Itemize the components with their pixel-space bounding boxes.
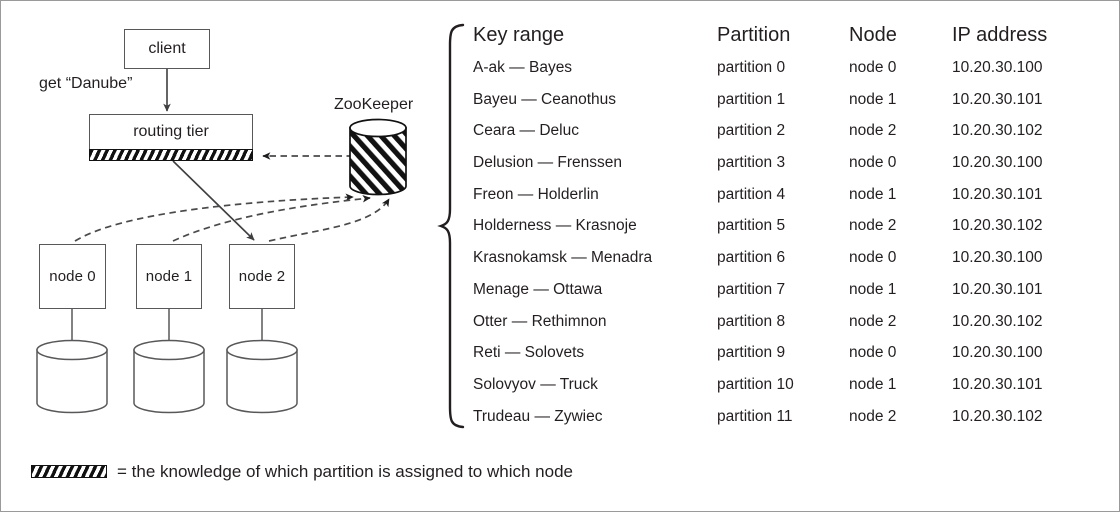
table-row: Trudeau — Zywiec partition 11 node 2 10.20.… (473, 402, 1103, 434)
storage-cylinder-1 (133, 339, 205, 414)
client-box: client (124, 29, 210, 69)
table-row: Krasnokamsk — Menadra partition 6 node 0 10… (473, 243, 1103, 275)
table-row: Menage — Ottawa partition 7 node 1 10.20.30… (473, 275, 1103, 307)
routing-tier-label: routing tier (133, 123, 209, 140)
cell-partition: partition 8 (717, 312, 786, 330)
cell-partition: partition 2 (717, 122, 786, 140)
client-label: client (148, 40, 186, 57)
cell-ip-address: 10.20.30.102 (952, 122, 1043, 140)
cell-partition: partition 11 (717, 407, 793, 425)
table-row: A-ak — Bayes partition 0 node 0 10.20.30.10… (473, 53, 1103, 85)
cell-node: node 1 (849, 280, 897, 298)
cell-ip-address: 10.20.30.101 (952, 185, 1043, 203)
table-row: Bayeu — Ceanothus partition 1 node 1 10.20.… (473, 85, 1103, 117)
cell-partition: partition 10 (717, 375, 794, 393)
cell-partition: partition 7 (717, 280, 786, 298)
table-row: Delusion — Frenssen partition 3 node 0 10.2… (473, 148, 1103, 180)
cell-key-range: Freon — Holderlin (473, 185, 599, 203)
cell-key-range: A-ak — Bayes (473, 59, 573, 76)
cell-node: node 1 (849, 185, 897, 203)
table-header-row: Key range Partition Node IP address (473, 25, 1103, 53)
cell-partition: partition 6 (717, 249, 786, 267)
cell-partition: partition 0 (717, 59, 786, 76)
cell-partition: partition 4 (717, 185, 786, 203)
cell-key-range: Menage — Ottawa (473, 280, 603, 298)
cell-key-range: Krasnokamsk — Menadra (473, 249, 653, 267)
cell-node: node 0 (849, 59, 897, 76)
cell-key-range: Reti — Solovets (473, 344, 585, 362)
arrow-node2-to-zookeeper (268, 198, 390, 242)
cell-key-range: Otter — Rethimnon (473, 312, 607, 330)
storage-cylinder-2 (226, 339, 298, 414)
cell-ip-address: 10.20.30.100 (952, 59, 1043, 76)
table-row: Reti — Solovets partition 9 node 0 10.20.30… (473, 338, 1103, 370)
node-label-0: node 0 (49, 268, 96, 285)
node-label-2: node 2 (238, 268, 286, 285)
table-row: Otter — Rethimnon partition 8 node 2 10.20.… (473, 307, 1103, 339)
arrow-routing-to-node2 (172, 160, 255, 241)
zookeeper-label: ZooKeeper (334, 96, 414, 113)
curly-brace (437, 23, 465, 429)
cell-ip-address: 10.20.30.101 (952, 90, 1043, 108)
request-label: get “Danube” (39, 75, 133, 92)
cell-node: node 2 (849, 122, 897, 140)
header-key-range: Key range (473, 24, 565, 46)
cell-node: node 0 (849, 249, 897, 267)
cell-partition: partition 9 (717, 344, 786, 362)
arrow-node1-to-zookeeper (172, 194, 371, 242)
cell-ip-address: 10.20.30.100 (952, 154, 1043, 172)
cell-ip-address: 10.20.30.100 (952, 249, 1043, 267)
routing-tier-knowledge-strip (89, 149, 253, 161)
cell-node: node 0 (849, 344, 897, 362)
node-box-0: node 0 (39, 244, 106, 309)
cell-key-range: Bayeu — Ceanothus (473, 90, 617, 108)
cell-node: node 0 (849, 154, 897, 172)
cell-node: node 2 (849, 407, 897, 425)
node-box-2: node 2 (229, 244, 295, 309)
cell-node: node 1 (849, 90, 897, 108)
cell-partition: partition 5 (717, 217, 786, 235)
cell-key-range: Solovyov — Truck (473, 375, 598, 393)
legend-text: = the knowledge of which partition is as… (117, 462, 573, 481)
header-partition: Partition (717, 24, 791, 46)
cell-ip-address: 10.20.30.100 (952, 344, 1043, 362)
header-node: Node (849, 24, 897, 46)
cell-node: node 1 (849, 375, 897, 393)
arrow-node0-to-zookeeper (74, 193, 354, 242)
cell-key-range: Trudeau — Zywiec (473, 407, 603, 425)
cell-key-range: Delusion — Frenssen (473, 154, 623, 172)
routing-tier-box: routing tier (89, 114, 253, 149)
table-row: Ceara — Deluc partition 2 node 2 10.20.30.1… (473, 116, 1103, 148)
node-label-1: node 1 (145, 268, 193, 285)
table-row: Freon — Holderlin partition 4 node 1 10.20.… (473, 180, 1103, 212)
cell-ip-address: 10.20.30.102 (952, 312, 1043, 330)
legend-hatch-swatch (31, 465, 107, 478)
cell-node: node 2 (849, 312, 897, 330)
cell-key-range: Ceara — Deluc (473, 122, 579, 140)
partition-assignment-table: Key range Partition Node IP address A-ak… (473, 25, 1103, 433)
cell-ip-address: 10.20.30.101 (952, 280, 1043, 298)
header-ip-address: IP address (952, 24, 1048, 46)
cell-node: node 2 (849, 217, 897, 235)
cell-partition: partition 3 (717, 154, 786, 172)
cell-ip-address: 10.20.30.102 (952, 217, 1043, 235)
table-row: Holderness — Krasnoje partition 5 node 2 10… (473, 211, 1103, 243)
cell-ip-address: 10.20.30.101 (952, 375, 1043, 393)
cell-partition: partition 1 (717, 90, 786, 108)
storage-cylinder-0 (36, 339, 108, 414)
table-row: Solovyov — Truck partition 10 node 1 10.20.… (473, 370, 1103, 402)
cell-ip-address: 10.20.30.102 (952, 407, 1043, 425)
zookeeper-cylinder (349, 118, 407, 196)
node-box-1: node 1 (136, 244, 202, 309)
cell-key-range: Holderness — Krasnoje (473, 217, 637, 235)
